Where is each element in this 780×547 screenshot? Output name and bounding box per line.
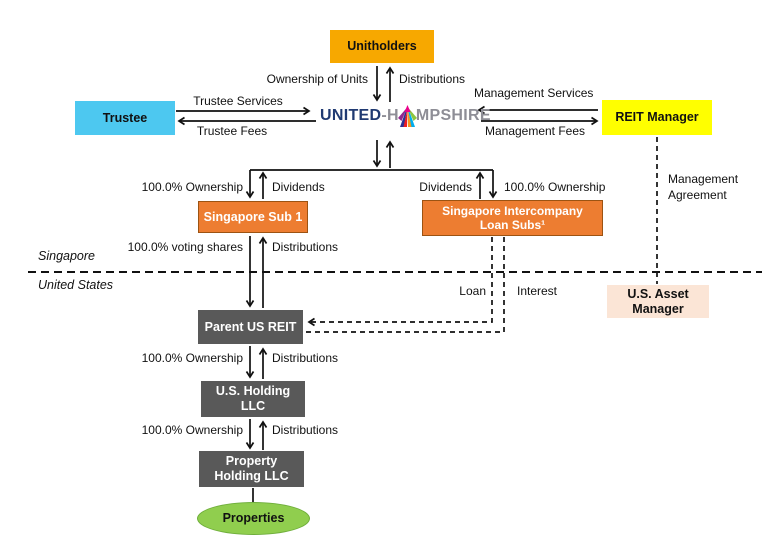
node-us-holding-line2: LLC [240,399,266,413]
label-ownership-parent: 100.0% Ownership [141,351,243,365]
label-loan: Loan [459,284,486,298]
united-hampshire-logo: UNITED-H MPSHIRE [320,103,491,129]
label-management-fees: Management Fees [484,124,586,138]
node-trustee: Trustee [75,101,175,135]
label-trustee-fees: Trustee Fees [196,124,268,138]
label-dividends-sub1: Dividends [272,180,325,194]
label-ownership-of-units: Ownership of Units [266,72,368,86]
label-distributions-unitholders: Distributions [399,72,466,86]
label-distributions-sub1-reit: Distributions [272,240,339,254]
node-parent-us-reit-label: Parent US REIT [204,319,297,334]
node-us-holding-line1: U.S. Holding [215,384,291,398]
label-ownership-loan-subs: 100.0% Ownership [504,180,606,194]
node-singapore-sub-1-label: Singapore Sub 1 [203,209,303,224]
node-property-holding-llc: Property Holding LLC [199,451,304,487]
logo-united-text: UNITED [320,107,382,124]
label-distributions-holding: Distributions [272,423,339,437]
node-property-holding-line1: Property [225,454,278,468]
node-trustee-label: Trustee [102,110,148,125]
node-parent-us-reit: Parent US REIT [198,310,303,344]
logo-colorful-a-icon [397,104,417,127]
node-singapore-intercompany-loan-subs: Singapore Intercompany Loan Subs¹ [422,200,603,236]
label-region-united-states: United States [38,278,114,292]
node-us-asset-manager-line1: U.S. Asset [627,286,689,301]
label-ownership-sub1: 100.0% Ownership [141,180,243,194]
node-loan-subs-line1: Singapore Intercompany [442,203,583,218]
node-us-holding-llc: U.S. Holding LLC [201,381,305,417]
label-management-agreement: Management Agreement [668,172,739,203]
node-us-asset-manager: U.S. Asset Manager [607,285,709,318]
node-reit-manager-label: REIT Manager [615,110,699,124]
label-management-services: Management Services [474,86,594,100]
label-region-singapore: Singapore [38,249,95,263]
node-reit-manager: REIT Manager [602,100,712,135]
label-interest: Interest [517,284,558,298]
node-us-asset-manager-line2: Manager [632,301,684,316]
node-property-holding-line2: Holding LLC [214,469,289,483]
label-dividends-loan-subs: Dividends [419,180,472,194]
label-voting-shares: 100.0% voting shares [127,240,243,254]
node-unitholders-label: Unitholders [347,39,417,53]
label-ownership-holding: 100.0% Ownership [141,423,243,437]
node-loan-subs-line2: Loan Subs¹ [479,218,546,232]
node-singapore-sub-1: Singapore Sub 1 [198,201,308,233]
logo-mpshire-text: MPSHIRE [415,107,491,124]
logo-hyphen-h-text: -H [381,107,399,124]
node-properties-label: Properties [222,511,285,525]
label-distributions-parent: Distributions [272,351,339,365]
label-trustee-services: Trustee Services [193,94,283,108]
node-properties: Properties [197,502,310,535]
node-unitholders: Unitholders [330,30,434,63]
